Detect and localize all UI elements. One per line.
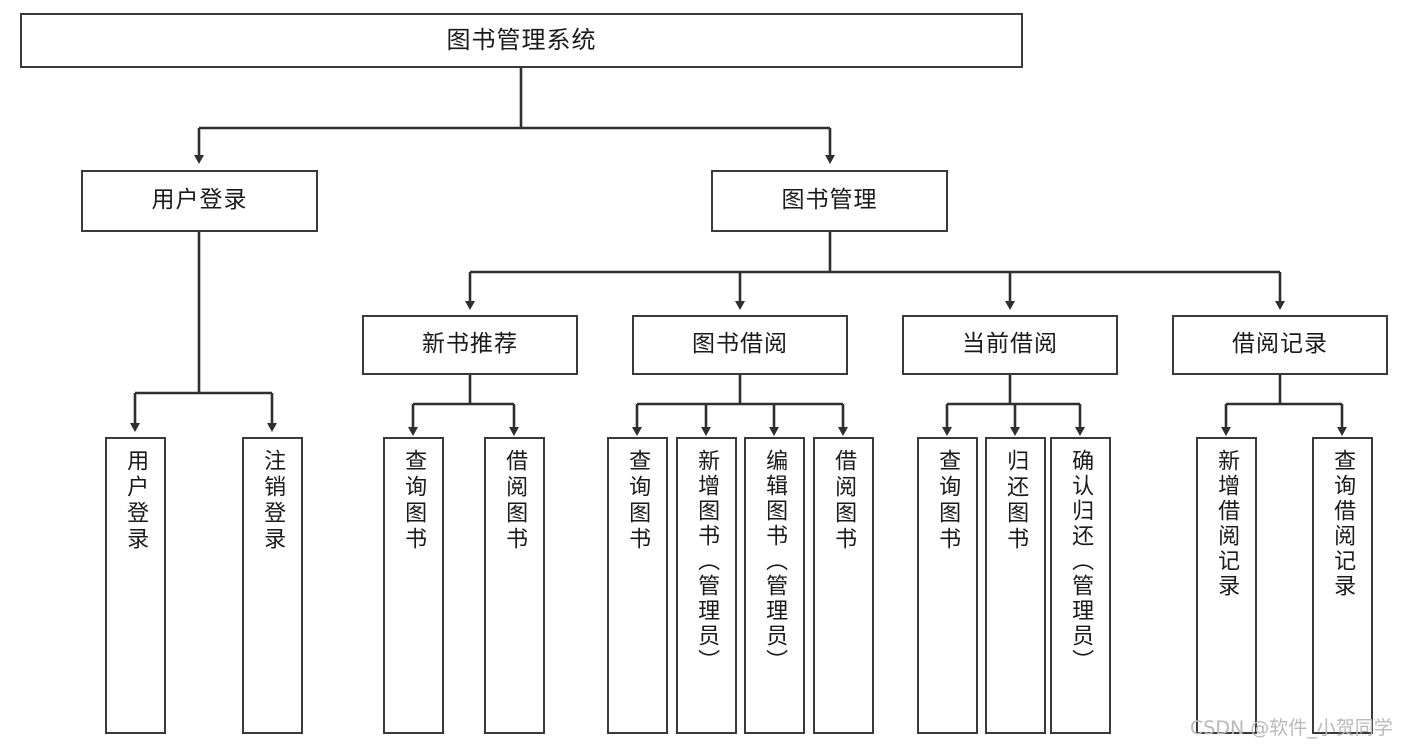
- node-label: 新增借阅记录: [1214, 449, 1240, 599]
- node-label: 归还图书: [1003, 449, 1029, 553]
- node-label: 借阅图书: [831, 449, 857, 553]
- node-label: 用户登录: [151, 187, 248, 214]
- leaf-user-login-login[interactable]: 用户登录: [105, 437, 166, 734]
- node-label: 查询图书: [625, 449, 651, 553]
- node-label: 用户登录: [123, 449, 149, 553]
- node-label: 查询图书: [401, 449, 427, 553]
- node-borrow-record[interactable]: 借阅记录: [1172, 315, 1388, 375]
- leaf-book-borrow-add-book-admin[interactable]: 新增图书（管理员）: [676, 437, 737, 734]
- leaf-borrow-record-add-record[interactable]: 新增借阅记录: [1196, 437, 1257, 734]
- leaf-book-borrow-edit-book-admin[interactable]: 编辑图书（管理员）: [744, 437, 805, 734]
- node-book-borrow[interactable]: 图书借阅: [632, 315, 848, 375]
- node-label: 借阅记录: [1232, 331, 1328, 358]
- node-label: 借阅图书: [502, 449, 528, 553]
- leaf-user-login-logout[interactable]: 注销登录: [242, 437, 303, 734]
- node-label: 注销登录: [260, 449, 286, 553]
- node-current-borrow[interactable]: 当前借阅: [902, 315, 1118, 375]
- node-label: 当前借阅: [962, 331, 1058, 358]
- leaf-current-borrow-return-book[interactable]: 归还图书: [985, 437, 1046, 734]
- leaf-current-borrow-query-book[interactable]: 查询图书: [917, 437, 978, 734]
- node-label: 图书管理系统: [446, 26, 597, 55]
- node-label: 编辑图书（管理员）: [762, 449, 788, 674]
- node-label: 新书推荐: [422, 331, 518, 358]
- node-new-book-recommend[interactable]: 新书推荐: [362, 315, 578, 375]
- node-label: 查询借阅记录: [1330, 449, 1356, 599]
- leaf-new-book-borrow-book[interactable]: 借阅图书: [484, 437, 545, 734]
- node-label: 图书借阅: [692, 331, 788, 358]
- leaf-current-borrow-confirm-return-admin[interactable]: 确认归还（管理员）: [1050, 437, 1111, 734]
- node-label: 新增图书（管理员）: [694, 449, 720, 674]
- leaf-new-book-query-book[interactable]: 查询图书: [383, 437, 444, 734]
- leaf-book-borrow-query-book[interactable]: 查询图书: [607, 437, 668, 734]
- node-label: 查询图书: [935, 449, 961, 553]
- node-label: 图书管理: [781, 187, 878, 214]
- node-label: 确认归还（管理员）: [1068, 449, 1094, 674]
- node-root-book-management-system[interactable]: 图书管理系统: [20, 13, 1023, 68]
- watermark-csdn: CSDN @软件_小贺同学: [1190, 717, 1393, 739]
- node-user-login[interactable]: 用户登录: [81, 170, 318, 232]
- node-book-management[interactable]: 图书管理: [711, 170, 948, 232]
- leaf-borrow-record-query-record[interactable]: 查询借阅记录: [1312, 437, 1373, 734]
- leaf-book-borrow-borrow-book[interactable]: 借阅图书: [813, 437, 874, 734]
